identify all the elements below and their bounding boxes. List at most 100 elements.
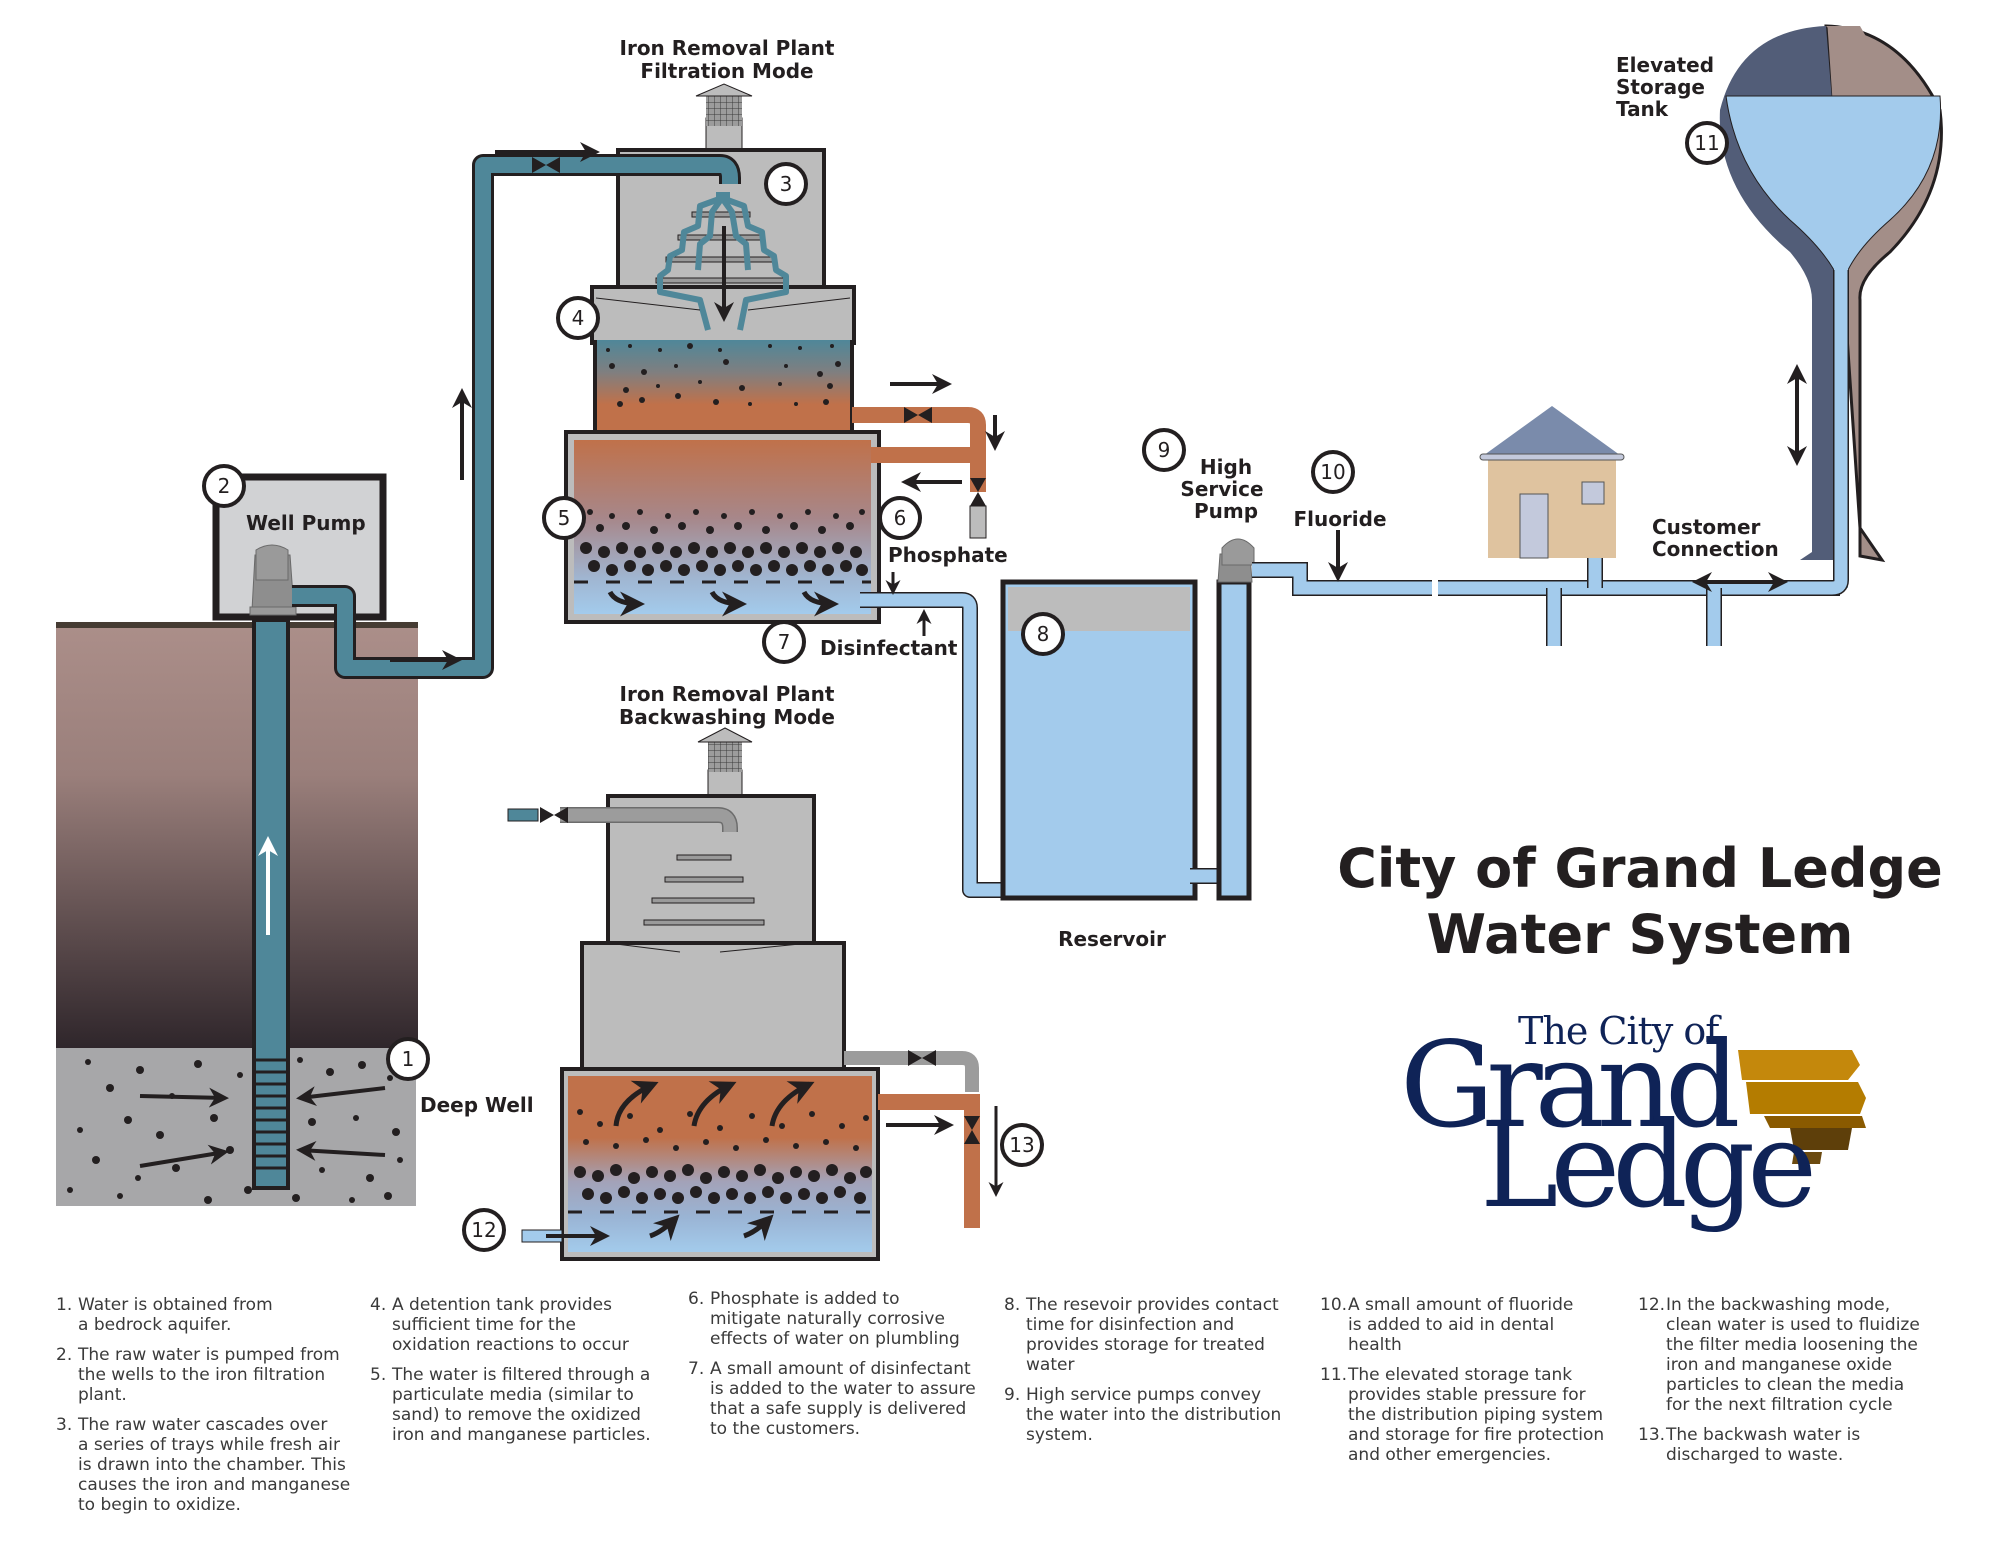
note-text: In the backwashing mode, clean water is … [1666, 1295, 1920, 1415]
note-text: The raw water is pumped from the wells t… [78, 1345, 340, 1405]
backwash-title-line2: Backwashing Mode [619, 705, 835, 729]
marker-3-label: 3 [780, 172, 793, 196]
well-pump-label: Well Pump [246, 511, 366, 535]
marker-12 [462, 1208, 506, 1252]
high-service-pump-label-line3: Pump [1194, 499, 1258, 523]
note-number: 10. [1320, 1295, 1348, 1315]
marker-4 [556, 296, 600, 340]
marker-4-label: 4 [572, 306, 585, 330]
note-number: 12. [1638, 1295, 1666, 1315]
elevated-storage-tank [1719, 24, 1943, 596]
logo-grand: Grand [1400, 1016, 1741, 1154]
backwash-inlet-valve-icon [540, 807, 568, 823]
reservoir [1000, 538, 1440, 901]
filtration-title-line2: Filtration Mode [640, 59, 813, 83]
marker-2-label: 2 [218, 474, 231, 498]
note-text: The raw water cascades over a series of … [78, 1415, 351, 1515]
distribution-piping [1328, 530, 1840, 646]
note-11: 11.The elevated storage tank provides st… [1320, 1365, 1640, 1465]
storage-tank-label-line1: Elevated [1616, 53, 1714, 77]
marker-5-label: 5 [558, 506, 571, 530]
note-12: 12.In the backwashing mode, clean water … [1638, 1295, 1978, 1415]
marker-9-label: 9 [1158, 438, 1171, 462]
marker-10-label: 10 [1320, 460, 1345, 484]
note-number: 7. [688, 1359, 705, 1379]
filtration-plant [390, 83, 1018, 898]
marker-9 [1142, 428, 1186, 472]
backwash-plant [507, 727, 1004, 1261]
marker-3 [764, 162, 808, 206]
page-title-line1: City of Grand Ledge [1337, 837, 1943, 900]
note-text: Phosphate is added to mitigate naturally… [710, 1289, 960, 1349]
logo-ledge: Ledge [1480, 1096, 1817, 1234]
note-1: 1.Water is obtained from a bedrock aquif… [56, 1295, 371, 1335]
iron-valve-icon [904, 407, 986, 506]
logo-the-city-of: The City of [1518, 1009, 1719, 1053]
note-number: 4. [370, 1295, 387, 1315]
note-text: The backwash water is discharged to wast… [1666, 1425, 1861, 1465]
high-service-pump-label-line2: Service [1180, 477, 1263, 501]
note-number: 11. [1320, 1365, 1348, 1385]
ledge-logo-graphic [1738, 1050, 1866, 1164]
marker-6 [878, 496, 922, 540]
high-service-pump-label-line1: High [1200, 455, 1252, 479]
backwash-title-line1: Iron Removal Plant [620, 682, 835, 706]
marker-8-label: 8 [1037, 622, 1050, 646]
marker-7 [762, 620, 806, 664]
note-4: 4.A detention tank provides sufficient t… [370, 1295, 680, 1355]
fluoride-label: Fluoride [1293, 507, 1386, 531]
customer-connection-label-line2: Connection [1652, 537, 1779, 561]
marker-11-label: 11 [1694, 131, 1719, 155]
notes-column-3: 6.Phosphate is added to mitigate natural… [688, 1289, 1003, 1449]
ground-section [56, 618, 418, 1206]
note-text: A detention tank provides sufficient tim… [392, 1295, 629, 1355]
marker-11 [1685, 121, 1729, 165]
well-pump-house [212, 154, 545, 679]
page-title-line2: Water System [1426, 903, 1854, 966]
backwash-outlet-valve-icon [908, 1050, 980, 1144]
notes-column-5: 10.A small amount of fluoride is added t… [1320, 1295, 1640, 1475]
notes-column-4: 8.The resevoir provides contact time for… [1004, 1295, 1319, 1455]
note-10: 10.A small amount of fluoride is added t… [1320, 1295, 1640, 1355]
city-logo: Grand Ledge The City of [1400, 1005, 1860, 1225]
note-6: 6.Phosphate is added to mitigate natural… [688, 1289, 1003, 1349]
note-7: 7.A small amount of disinfectant is adde… [688, 1359, 1003, 1439]
marker-6-label: 6 [894, 506, 907, 530]
filtration-title-line1: Iron Removal Plant [620, 36, 835, 60]
note-number: 1. [56, 1295, 73, 1315]
note-number: 3. [56, 1415, 73, 1435]
note-text: A small amount of fluoride is added to a… [1348, 1295, 1574, 1355]
note-5: 5.The water is filtered through a partic… [370, 1365, 680, 1445]
note-9: 9.High service pumps convey the water in… [1004, 1385, 1319, 1445]
customer-connection-label-line1: Customer [1652, 515, 1761, 539]
notes-column-2: 4.A detention tank provides sufficient t… [370, 1295, 680, 1455]
marker-1-label: 1 [402, 1047, 415, 1071]
storage-tank-label-line2: Storage [1616, 75, 1705, 99]
note-number: 8. [1004, 1295, 1021, 1315]
note-2: 2.The raw water is pumped from the wells… [56, 1345, 371, 1405]
note-number: 9. [1004, 1385, 1021, 1405]
storage-tank-label-line3: Tank [1616, 97, 1669, 121]
page-title: City of Grand Ledge Water System [1290, 836, 1990, 968]
customer-house [1479, 406, 1625, 559]
marker-5 [542, 496, 586, 540]
disinfectant-label: Disinfectant [820, 636, 958, 660]
note-8: 8.The resevoir provides contact time for… [1004, 1295, 1319, 1375]
note-3: 3.The raw water cascades over a series o… [56, 1415, 371, 1515]
notes-column-6: 12.In the backwashing mode, clean water … [1638, 1295, 1978, 1475]
note-text: Water is obtained from a bedrock aquifer… [78, 1295, 273, 1335]
note-text: A small amount of disinfectant is added … [710, 1359, 976, 1439]
note-number: 13. [1638, 1425, 1666, 1445]
phosphate-label: Phosphate [888, 543, 1008, 567]
marker-10 [1311, 450, 1355, 494]
step-markers [202, 121, 1729, 1252]
marker-13 [1000, 1123, 1044, 1167]
note-number: 5. [370, 1365, 387, 1385]
note-number: 6. [688, 1289, 705, 1309]
note-text: The resevoir provides contact time for d… [1026, 1295, 1279, 1375]
note-13: 13.The backwash water is discharged to w… [1638, 1425, 1978, 1465]
note-text: High service pumps convey the water into… [1026, 1385, 1282, 1445]
note-text: The water is filtered through a particul… [392, 1365, 651, 1445]
reservoir-label: Reservoir [1058, 927, 1166, 951]
